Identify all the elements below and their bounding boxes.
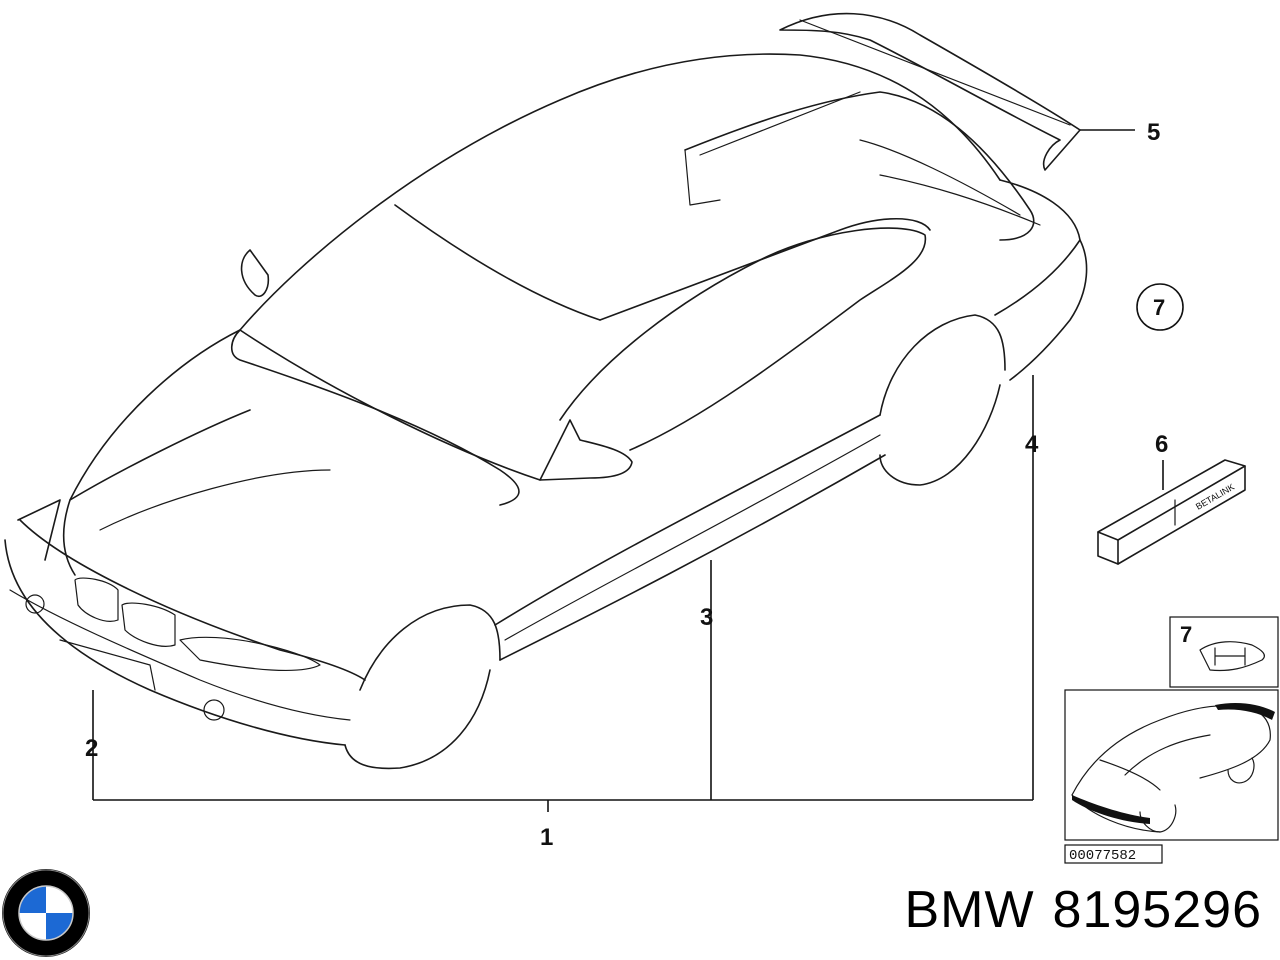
callout-3: 3	[700, 604, 713, 631]
callout-7-circle: 7	[1136, 283, 1184, 331]
callout-4: 4	[1025, 431, 1039, 458]
callout-7-circle-number: 7	[1153, 295, 1165, 320]
caption-brand: BMW	[904, 881, 1035, 939]
callout-7-inset: 7	[1180, 622, 1192, 647]
adhesive-box: BETALINK	[1097, 459, 1246, 565]
callout-5: 5	[1147, 119, 1160, 146]
emblem-inset: 7	[1169, 616, 1279, 688]
reference-number: 00077582	[1069, 848, 1136, 864]
part-caption: BMW 8195296	[904, 880, 1262, 940]
rear-spoiler	[779, 12, 1081, 171]
callout-6: 6	[1155, 431, 1168, 458]
reference-number-box: 00077582	[1064, 844, 1163, 864]
car-thumbnail-inset	[1064, 689, 1279, 841]
car-drawing	[4, 53, 1088, 770]
callout-1: 1	[540, 824, 553, 851]
bmw-logo	[2, 869, 90, 957]
callout-2: 2	[85, 735, 98, 762]
callout-lines	[92, 129, 1164, 812]
caption-part-number: 8195296	[1052, 881, 1262, 939]
